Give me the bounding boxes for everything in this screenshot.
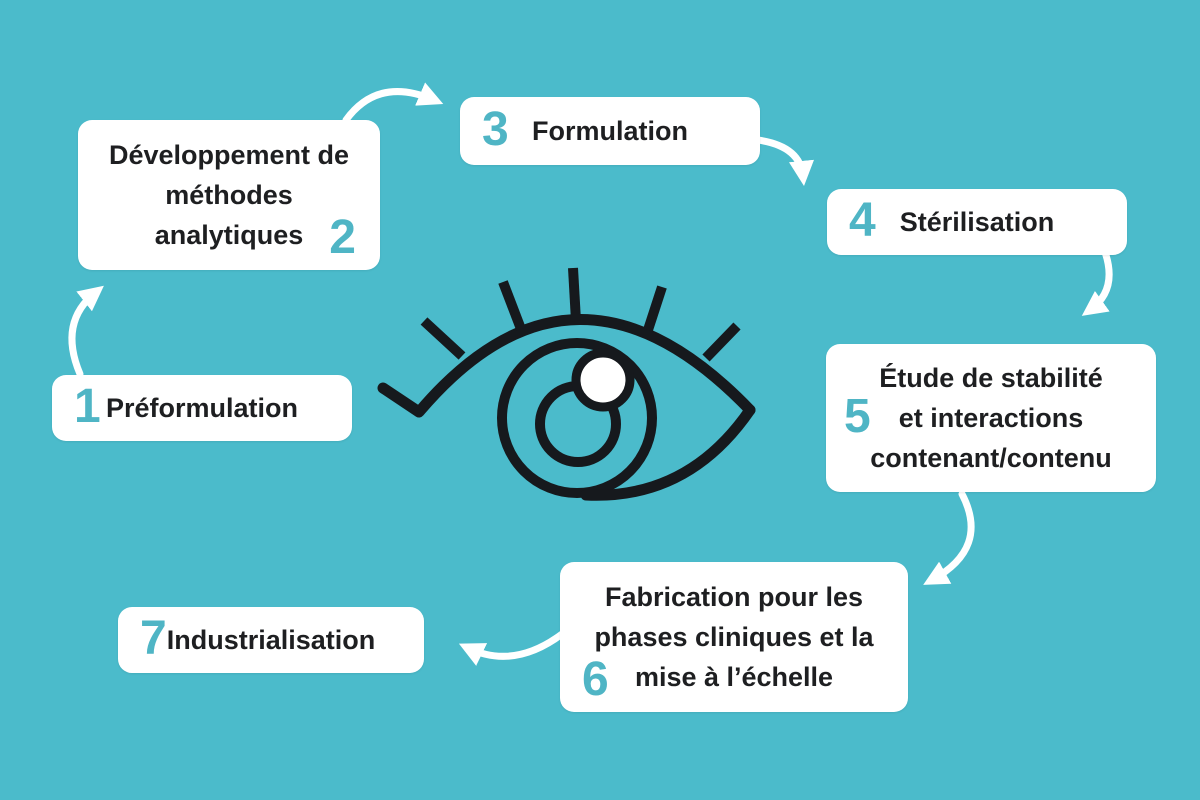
- arrow-4-to-5: [1081, 248, 1113, 316]
- arrow-6-to-7: [458, 630, 566, 666]
- step-card-etude-stabilite: 5 Étude de stabilité et interactions con…: [826, 344, 1156, 492]
- arrow-5-to-6: [923, 490, 975, 585]
- step-card-sterilisation: 4 Stérilisation: [827, 189, 1127, 255]
- step-card-formulation: 3 Formulation: [460, 97, 760, 165]
- step-card-fabrication-cliniques: 6 Fabrication pour les phases cliniques …: [560, 562, 908, 712]
- step-label: Fabrication pour les phases cliniques et…: [594, 582, 874, 692]
- step-label: Stérilisation: [899, 207, 1055, 237]
- step-number: 6: [582, 653, 609, 706]
- step-label: Formulation: [532, 116, 688, 146]
- step-card-industrialisation: 7 Industrialisation: [118, 607, 424, 673]
- step-card-preformulation: 1 Préformulation: [52, 375, 352, 441]
- step-number: 1: [74, 380, 101, 434]
- step-number: 3: [482, 103, 509, 157]
- step-label: Préformulation: [105, 393, 299, 423]
- arrow-3-to-4: [754, 136, 815, 187]
- step-card-developpement-methodes: 2 Développement de méthodes analytiques: [78, 120, 380, 270]
- step-number: 2: [329, 211, 356, 264]
- step-label: Développement de méthodes analytiques: [108, 140, 350, 250]
- step-number: 4: [849, 194, 876, 248]
- step-number: 7: [140, 612, 167, 666]
- step-label: Industrialisation: [166, 625, 376, 655]
- arrow-1-to-2: [68, 285, 104, 378]
- step-number: 5: [844, 390, 871, 444]
- arrow-2-to-3: [342, 82, 444, 124]
- step-label: Étude de stabilité et interactions conte…: [870, 363, 1112, 473]
